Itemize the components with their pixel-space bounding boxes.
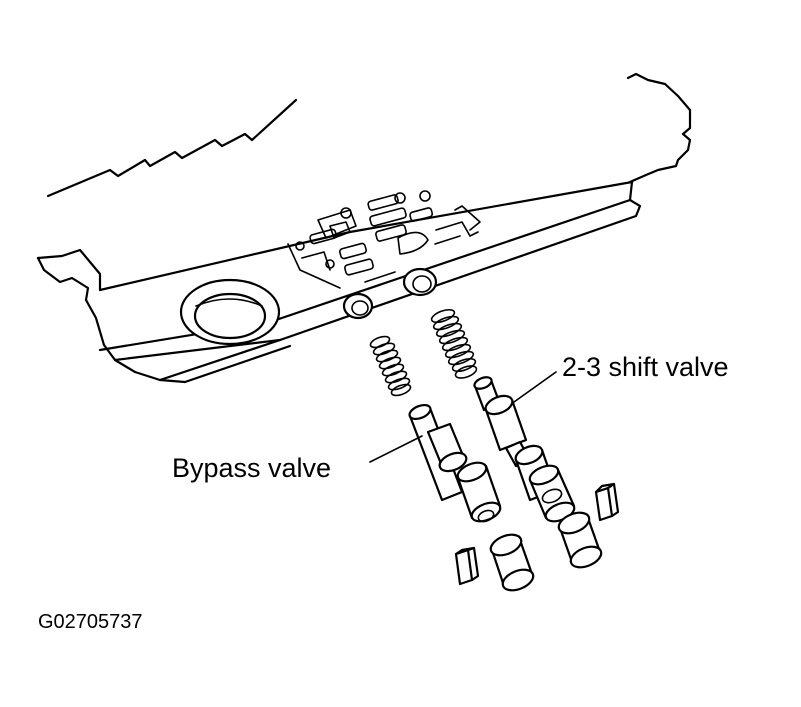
shift-retainer (594, 482, 620, 522)
leader-lines (369, 371, 557, 463)
bypass-valve (408, 403, 502, 523)
shift-spring (430, 308, 478, 379)
channel-pattern (287, 190, 481, 289)
bypass-valve-label: Bypass valve (172, 453, 332, 483)
shift-valve-label: 2-3 shift valve (562, 352, 729, 382)
shift-valve (473, 376, 576, 523)
bypass-retainer (454, 546, 480, 586)
shift-plug (557, 511, 603, 569)
valve-body-plate (36, 72, 692, 384)
bypass-spring (369, 335, 412, 397)
valve-bores (342, 267, 438, 320)
bypass-plug (489, 533, 535, 592)
figure-code: G02705737 (38, 611, 143, 633)
round-boss (179, 278, 281, 346)
